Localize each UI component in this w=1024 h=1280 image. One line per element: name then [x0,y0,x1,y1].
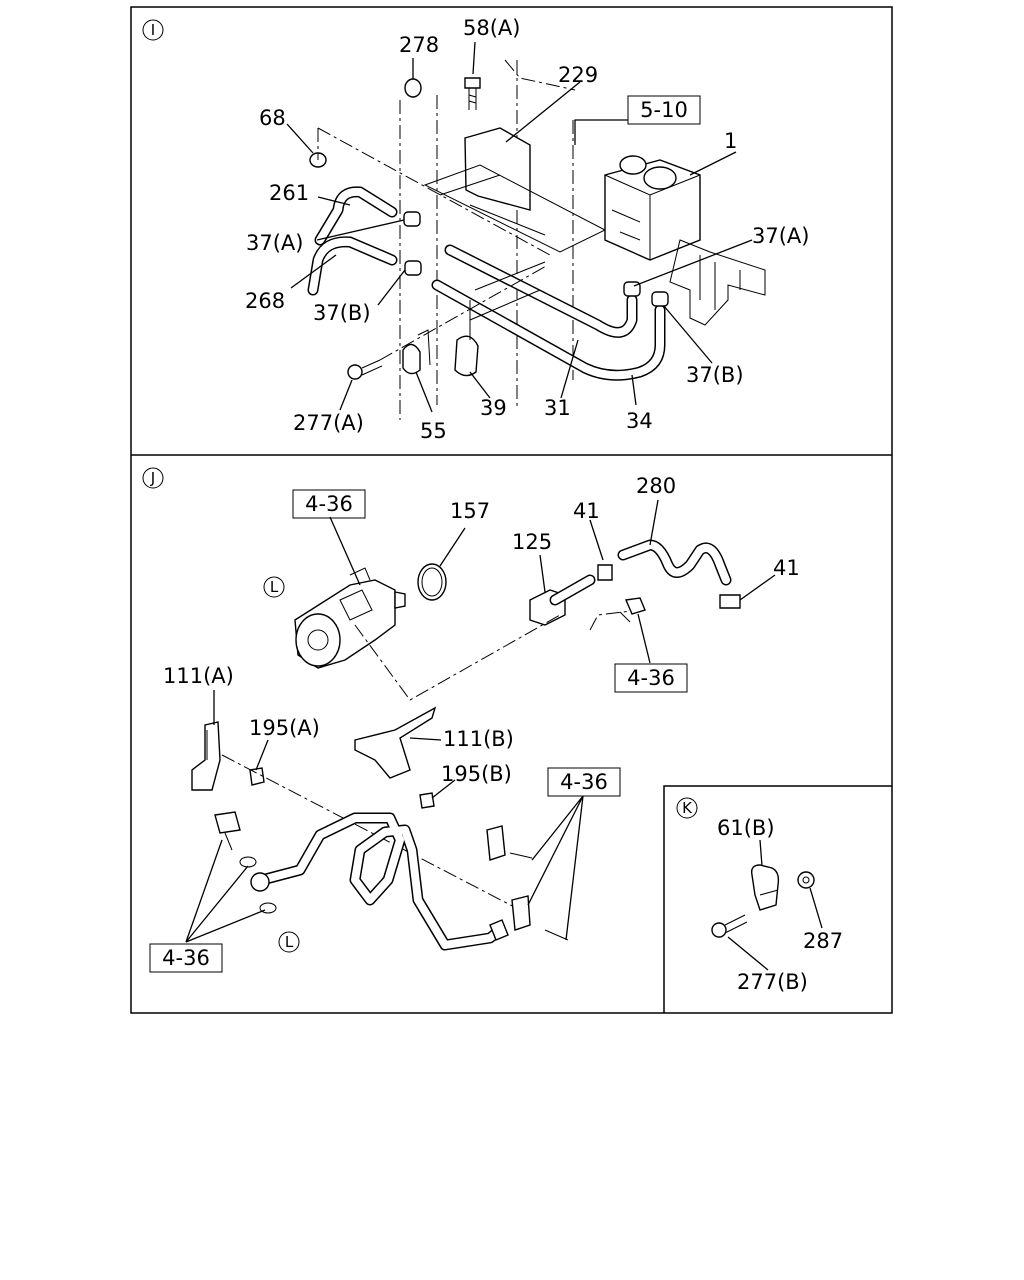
ref-box-4-36-clips: 4-36 [560,770,608,794]
callout-229: 229 [558,63,598,87]
callout-278: 278 [399,33,439,57]
callout-268: 268 [245,289,285,313]
callout-280: 280 [636,474,676,498]
callout-37a-right: 37(A) [752,224,809,248]
svg-text:I: I [151,21,155,39]
callout-111b: 111(B) [443,727,514,751]
callout-58a: 58(A) [463,16,520,40]
section-i-labels: 278 58(A) 229 68 1 261 37(A) 37(A) 268 3… [245,16,809,443]
ref-box-5-10: 5-10 [640,98,688,122]
callout-55: 55 [420,419,447,443]
callout-195a: 195(A) [249,716,320,740]
callout-287: 287 [803,929,843,953]
svg-text:J: J [150,469,155,487]
callout-261: 261 [269,181,309,205]
callout-37b-left: 37(B) [313,301,371,325]
section-i-leaders [286,41,753,413]
callout-157: 157 [450,499,490,523]
callout-277a: 277(A) [293,411,364,435]
section-marker-i: I [142,19,164,41]
section-k-leaders [727,839,823,971]
marker-l-pump: L [270,578,279,596]
section-marker-j: J [142,467,164,489]
callout-41-right: 41 [773,556,800,580]
section-i-drawing [307,59,766,420]
callout-37a-left: 37(A) [246,231,303,255]
section-j-labels: 4-36 4-36 4-36 4-36 280 157 41 125 41 11… [149,474,800,973]
svg-text:K: K [682,799,693,817]
callout-111a: 111(A) [163,664,234,688]
section-k-labels: 61(B) 287 277(B) [717,816,843,994]
callout-37b-right: 37(B) [686,363,744,387]
callout-1: 1 [724,129,737,153]
section-j-drawing [191,539,741,951]
callout-61b: 61(B) [717,816,775,840]
ref-box-4-36-bolts: 4-36 [162,946,210,970]
callout-68: 68 [259,106,286,130]
callout-31: 31 [544,396,571,420]
callout-41-top: 41 [573,499,600,523]
section-k-drawing [711,864,815,938]
callout-39: 39 [480,396,507,420]
callout-277b: 277(B) [737,970,808,994]
ref-box-4-36-fitting: 4-36 [627,666,675,690]
ref-box-4-36-pump: 4-36 [305,492,353,516]
section-j-leaders [185,499,776,943]
marker-l-bolts: L [285,933,294,951]
diagram-frame [130,6,893,1014]
section-marker-k: K [676,797,698,819]
callout-34: 34 [626,409,653,433]
callout-195b: 195(B) [441,762,512,786]
callout-125: 125 [512,530,552,554]
